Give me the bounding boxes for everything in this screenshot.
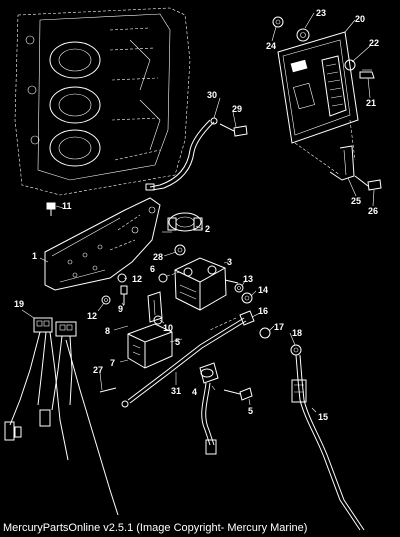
screw-29 [219,123,248,137]
grommet-23 [296,28,310,42]
callout-24: 24 [266,41,276,51]
bolt-9 [120,285,128,305]
callout-18: 18 [292,328,302,338]
callout-5a: 5 [175,337,180,347]
callout-19: 19 [14,299,24,309]
callout-22: 22 [369,38,379,48]
callout-3: 3 [227,257,232,267]
callout-23: 23 [316,8,326,18]
callout-25: 25 [351,196,361,206]
solenoid-3 [174,257,239,311]
callout-9: 9 [118,304,123,314]
engine-block [14,7,191,196]
callout-12a: 12 [132,274,142,284]
washer-14 [241,292,253,304]
nut-24 [272,16,284,28]
screw-11 [46,202,56,216]
relay-7 [127,323,173,369]
cap-17 [259,327,271,339]
nut-6 [158,271,181,283]
bolt-12a [117,273,127,283]
clamp-2 [162,212,203,233]
callout-1: 1 [32,251,37,261]
wire-27 [99,387,117,393]
bracket-25 [329,145,355,181]
callout-29: 29 [232,104,242,114]
callout-28: 28 [153,252,163,262]
mounting-plate-1 [44,197,161,291]
ecm-module [277,31,359,176]
callout-27: 27 [93,365,103,375]
callout-11: 11 [62,201,72,211]
bolt-26 [354,175,382,191]
bolt-21 [359,69,375,79]
callout-21: 21 [366,98,376,108]
callout-31: 31 [171,386,181,396]
terminal-18 [290,344,302,356]
harness-19 [4,317,119,516]
nut-10 [153,315,163,325]
callout-8: 8 [105,326,110,336]
bolt-12b [101,295,111,305]
callout-26: 26 [368,206,378,216]
screw-5 [223,387,253,401]
ground-wire-30 [145,117,218,191]
nut-13 [234,283,244,293]
cap-16 [209,310,255,331]
leader-lines [21,12,375,413]
callout-10: 10 [163,323,173,333]
nut-28 [174,244,186,256]
callout-5b: 5 [248,406,253,416]
boot-4 [199,362,219,384]
copyright-caption: MercuryPartsOnline v2.5.1 (Image Copyrig… [3,522,308,534]
callout-labels: 1 2 3 4 5 5 6 7 8 9 10 11 12 12 13 14 15… [14,8,379,422]
callout-7: 7 [110,358,115,368]
battery-cable-15 [291,354,365,531]
callout-15: 15 [318,412,328,422]
cable-31 [121,317,247,408]
callout-4: 4 [192,387,197,397]
callout-13: 13 [243,274,253,284]
callout-30: 30 [207,90,217,100]
callout-6: 6 [150,264,155,274]
callout-14: 14 [258,285,268,295]
callout-12b: 12 [87,311,97,321]
battery-cable-4 [201,382,217,455]
callout-20: 20 [355,14,365,24]
grommet-22 [344,59,356,71]
callout-16: 16 [258,306,268,316]
callout-17: 17 [274,322,284,332]
callout-2: 2 [205,224,210,234]
